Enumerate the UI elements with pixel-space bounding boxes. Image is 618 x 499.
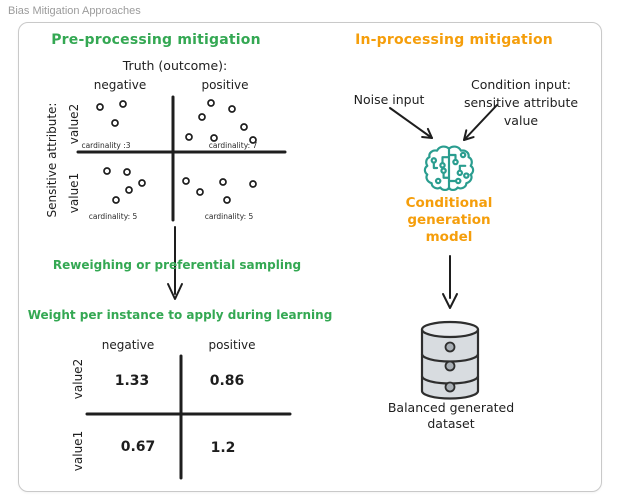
truth-outcome-label: Truth (outcome): [122,58,228,73]
generation-model-label: Conditional generation model [405,195,493,245]
scatter-dots-value1-positive [182,177,257,204]
condition-arrow-icon [463,104,498,141]
scatter-col-positive-label: positive [201,78,249,92]
condition-input-label: Condition input: sensitive attribute val… [463,77,579,128]
scatter-dots-value1-negative [103,167,146,204]
figure-caption: Bias Mitigation Approaches [8,5,141,17]
noise-input-label: Noise input [353,92,425,107]
in-processing-title: In-processing mitigation [355,32,553,48]
cardinality-top-left: cardinality :3 [81,141,131,150]
brain-circuit-icon [423,145,475,192]
sensitive-attribute-axis-label: Sensitive attribute: [45,102,59,218]
weights-col-positive-label: positive [208,338,256,352]
weight-value1-negative: 0.67 [120,439,156,455]
scatter-dots-value2-negative [96,100,127,127]
scatter-col-negative-label: negative [93,78,147,92]
cardinality-top-right: cardinality: 7 [208,141,258,150]
noise-arrow-icon [389,107,433,139]
weight-value2-negative: 1.33 [114,373,150,389]
weight-value1-positive: 1.2 [210,440,236,456]
input-arrows [389,104,498,141]
database-icon [420,320,480,400]
scatter-quadrant-chart [76,95,287,222]
pre-processing-title: Pre-processing mitigation [51,32,261,48]
reweighing-step-label: Reweighing or preferential sampling [52,258,302,272]
balanced-dataset-label: Balanced generated dataset [387,400,515,431]
weights-row-value1-label: value1 [71,430,85,472]
cardinality-bottom-right: cardinality: 5 [204,212,254,221]
arrow-down-icon [167,226,183,300]
cardinality-bottom-left: cardinality: 5 [88,212,138,221]
arrow-down-icon [442,255,458,309]
weight-value2-positive: 0.86 [209,373,245,389]
weights-row-value2-label: value2 [71,358,85,400]
weights-col-negative-label: negative [101,338,155,352]
weights-table-axes [85,354,292,480]
scatter-dots-value2-positive [185,99,257,144]
weights-title: Weight per instance to apply during lear… [27,308,333,322]
